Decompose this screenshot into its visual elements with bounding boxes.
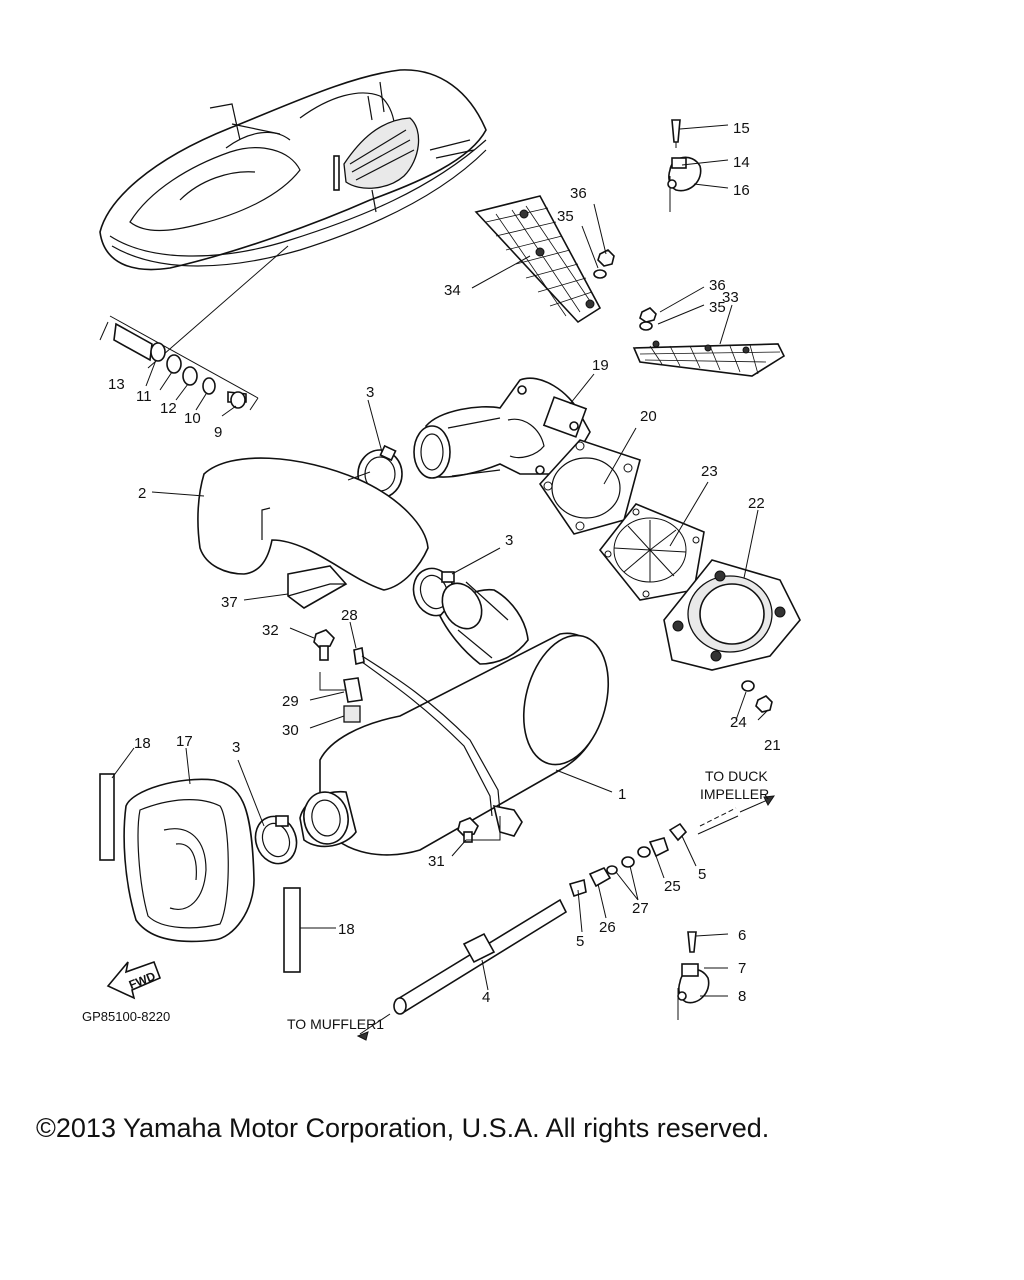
part-label: 23 <box>701 463 718 480</box>
to-duck-impeller-label-line1: TO DUCK <box>705 768 768 784</box>
part-label: 33 <box>722 289 739 306</box>
bracket-37 <box>287 565 348 609</box>
part-label: 21 <box>764 737 781 754</box>
part-label: 7 <box>738 960 746 977</box>
clamp-set-14-16 <box>667 119 702 212</box>
part-label: 14 <box>733 154 750 171</box>
leader-lines <box>111 124 769 1035</box>
hose-clamp-3-lower <box>254 815 298 865</box>
exhaust-hose-2 <box>197 457 429 591</box>
part-label: 2 <box>138 485 146 502</box>
clamp-set-6-8 <box>677 931 710 1020</box>
part-label: 15 <box>733 120 750 137</box>
water-line-fittings <box>393 807 739 1015</box>
bolt-32 <box>313 629 335 661</box>
rubber-boot-17 <box>123 778 255 943</box>
part-label: 35 <box>709 299 726 316</box>
part-label: 17 <box>176 733 193 750</box>
part-label: 32 <box>262 622 279 639</box>
part-label: 36 <box>709 277 726 294</box>
leader-line-craft-fittings <box>147 245 289 369</box>
exhaust-elbow-19 <box>413 377 591 479</box>
part-label: 28 <box>341 607 358 624</box>
flange-22 <box>663 559 801 671</box>
part-label: 5 <box>698 866 706 883</box>
fwd-arrow-icon: FWD <box>106 960 162 1000</box>
part-label: 29 <box>282 693 299 710</box>
rubber-strip-18-upper <box>99 773 115 861</box>
part-label: 12 <box>160 400 177 417</box>
part-label: 3 <box>505 532 513 549</box>
part-label: 37 <box>221 594 238 611</box>
part-label: 10 <box>184 410 201 427</box>
part-label: 9 <box>214 424 222 441</box>
stay-28 <box>353 647 523 837</box>
part-label: 26 <box>599 919 616 936</box>
part-label: 5 <box>576 933 584 950</box>
baffle-plate-23 <box>598 503 705 601</box>
part-label: 27 <box>632 900 649 917</box>
deck-plate-33 <box>632 340 786 377</box>
part-label: 8 <box>738 988 746 1005</box>
part-label: 25 <box>664 878 681 895</box>
part-label: 13 <box>108 376 125 393</box>
flow-arrow-to-muffler <box>356 1031 369 1041</box>
exhaust-system-exploded-diagram: FWD 15 14 16 36 35 34 36 35 33 19 20 23 … <box>82 69 801 1041</box>
part-label: 16 <box>733 182 750 199</box>
hull-fittings-group <box>99 315 259 411</box>
part-label: 31 <box>428 853 445 870</box>
part-label: 36 <box>570 185 587 202</box>
part-number-labels: 15 14 16 36 35 34 36 35 33 19 20 23 22 3… <box>108 120 781 1006</box>
clip-29-30 <box>343 677 363 723</box>
part-label: 22 <box>748 495 765 512</box>
gasket-20 <box>538 439 641 535</box>
part-label: 20 <box>640 408 657 425</box>
part-label: 3 <box>366 384 374 401</box>
part-label: 18 <box>134 735 151 752</box>
part-label: 1 <box>618 786 626 803</box>
nut-washer-21-24 <box>741 680 773 713</box>
part-label: 35 <box>557 208 574 225</box>
diagram-code: GP85100-8220 <box>82 1009 170 1024</box>
deck-plate-34 <box>474 195 602 324</box>
rubber-strip-18-lower <box>283 887 301 973</box>
part-label: 30 <box>282 722 299 739</box>
to-duck-impeller-label-line2: IMPELLER <box>700 786 769 802</box>
bolt-31 <box>457 817 479 843</box>
to-muffler-label: TO MUFFLER1 <box>287 1016 384 1032</box>
part-label: 4 <box>482 989 490 1006</box>
copyright-notice: ©2013 Yamaha Motor Corporation, U.S.A. A… <box>36 1113 770 1143</box>
part-label: 18 <box>338 921 355 938</box>
part-label: 11 <box>136 388 152 405</box>
nuts-washers-35-36 <box>593 249 657 331</box>
flow-arrow-to-duck-impeller <box>739 795 776 813</box>
part-label: 3 <box>232 739 240 756</box>
watercraft-illustration <box>99 69 487 271</box>
part-label: 24 <box>730 714 747 731</box>
part-label: 34 <box>444 282 461 299</box>
part-label: 19 <box>592 357 609 374</box>
part-label: 6 <box>738 927 746 944</box>
